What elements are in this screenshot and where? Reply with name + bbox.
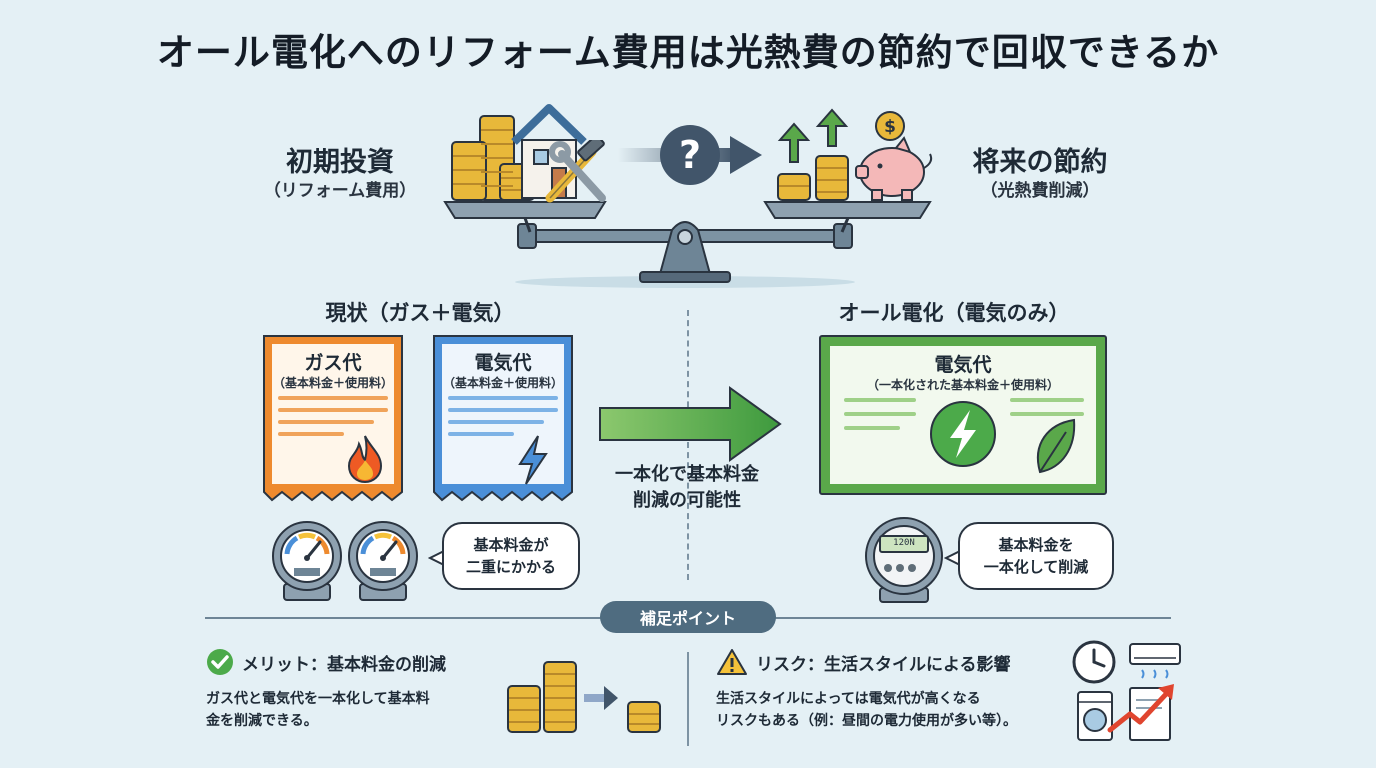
risk-title: リスク：生活スタイルによる影響 (756, 655, 1011, 675)
merit-title: メリット：基本料金の削減 (242, 655, 446, 675)
current-label: 現状（ガス＋電気） (325, 301, 515, 325)
house-icon (511, 104, 587, 199)
current-speech-bubble: 基本料金が 二重にかかる (442, 522, 580, 590)
risk-text: 生活スタイルによっては電気代が高くなる リスクもある（例：昼間の電力使用が多い等… (716, 691, 1017, 729)
future-savings-title: 将来の節約 (972, 147, 1108, 178)
initial-investment-subtitle: （リフォーム費用） (263, 181, 417, 201)
check-circle-icon (207, 649, 233, 675)
electric-bill-title: 電気代 (474, 352, 532, 374)
points-header: 補足ポイント (600, 601, 776, 633)
flame-icon (347, 435, 383, 484)
coin-reduction-icon (507, 661, 661, 733)
gas-bill-title: ガス代 (304, 352, 362, 374)
savings-growth-icon (777, 108, 849, 201)
question-icon: ? (660, 125, 720, 185)
page-title: オール電化へのリフォーム費用は光熱費の節約で回収できるか (156, 31, 1220, 74)
all-electric-bill-title: 電気代 (934, 354, 992, 376)
merit-text: ガス代と電気代を一本化して基本料 金を削減できる。 (206, 691, 430, 729)
consolidation-caption: 一本化で基本料金 削減の可能性 (615, 464, 759, 511)
tools-icon (545, 140, 606, 203)
initial-investment-title: 初期投資 (286, 147, 394, 178)
balance-scale (443, 201, 932, 288)
gas-meter-icon (272, 521, 342, 601)
electric-meter-icon (348, 521, 418, 601)
warning-icon (717, 649, 747, 675)
electric-bill-subtitle: （基本料金＋使用料） (442, 376, 563, 390)
lifestyle-icons (1072, 640, 1181, 741)
future-savings-subtitle: （光熱費削減） (980, 181, 1100, 201)
all-electric-bill (819, 335, 1107, 495)
points-column-divider (687, 652, 689, 746)
all-electric-bill-subtitle: （一本化された基本料金＋使用料） (866, 378, 1059, 392)
section-divider (687, 310, 689, 580)
meter-display: 120N (893, 538, 915, 548)
gas-bill-subtitle: （基本料金＋使用料） (272, 376, 393, 390)
lightning-icon (518, 435, 548, 485)
piggy-bank-icon: $ (855, 111, 933, 201)
all-electric-label: オール電化（電気のみ） (838, 301, 1070, 325)
smart-meter-icon (865, 517, 943, 603)
all-electric-speech-bubble: 基本料金を 一本化して削減 (958, 522, 1114, 590)
svg-text:$: $ (884, 117, 896, 137)
big-arrow-icon (599, 386, 782, 462)
